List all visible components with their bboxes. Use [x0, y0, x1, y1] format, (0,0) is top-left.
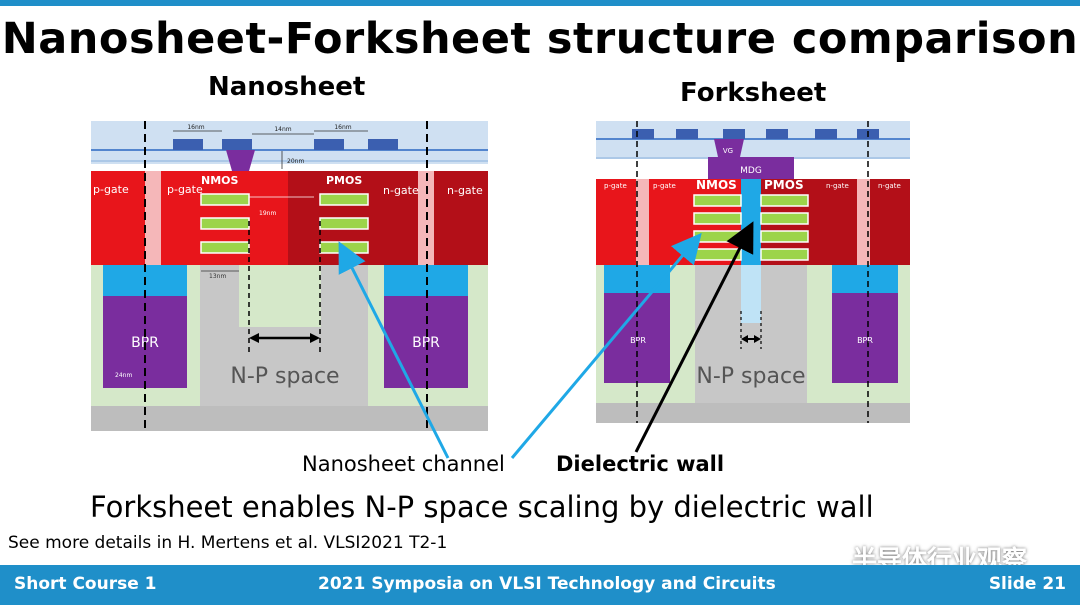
p-gate-label-2: p-gate — [167, 183, 203, 196]
n-gate-label-2: n-gate — [447, 184, 483, 197]
slide-title: Nanosheet-Forksheet structure comparison — [1, 14, 1079, 64]
nanosheet-channel-arrow — [338, 241, 450, 459]
np-space-label: N-P space — [230, 364, 339, 389]
pmos-label: PMOS — [326, 174, 362, 187]
n-gate-label-1: n-gate — [383, 184, 419, 197]
nmos-label: NMOS — [201, 174, 239, 187]
dim-16nm-right: 16nm — [334, 124, 351, 131]
dim-13nm: 13nm — [209, 273, 226, 280]
fork-pmos-label: PMOS — [764, 178, 804, 192]
footer-conference: 2021 Symposia on VLSI Technology and Cir… — [318, 574, 776, 594]
reference-text: See more details in H. Mertens et al. VL… — [8, 533, 448, 553]
fork-p-gate-2: p-gate — [653, 182, 676, 190]
dielectric-wall-label: Dielectric wall — [556, 452, 725, 476]
fork-p-gate-1: p-gate — [604, 182, 627, 190]
p-gate-label-1: p-gate — [93, 183, 129, 196]
vg-label: VG — [723, 147, 733, 155]
dim-24nm: 24nm — [115, 372, 132, 379]
fork-nmos-label: NMOS — [696, 178, 737, 192]
dim-14nm: 14nm — [274, 126, 291, 133]
mdg-block — [708, 157, 794, 179]
dim-20nm: 20nm — [287, 158, 304, 165]
dim-19nm: 19nm — [259, 210, 276, 217]
fork-bpr-label-right: BPR — [857, 336, 873, 345]
dielectric-wall-arrow — [634, 221, 754, 453]
forksheet-channel-arrow — [510, 232, 702, 459]
dim-16nm-left: 16nm — [187, 124, 204, 131]
fork-np-space-label: N-P space — [696, 364, 805, 389]
mdg-label: MDG — [740, 166, 762, 176]
fork-bpr-right — [832, 293, 898, 383]
spacer-left — [145, 171, 161, 265]
nanosheet-heading: Nanosheet — [208, 72, 366, 102]
top-accent-bar — [0, 0, 1080, 6]
summary-text: Forksheet enables N-P space scaling by d… — [90, 490, 874, 524]
fork-n-gate-1: n-gate — [826, 182, 849, 190]
fork-pmos-sheets — [760, 194, 809, 261]
nanosheet-channel-label: Nanosheet channel — [302, 452, 505, 476]
footer-course: Short Course 1 — [14, 574, 157, 594]
gate-contact — [226, 150, 255, 171]
forksheet-heading: Forksheet — [680, 78, 827, 108]
nanosheet-metal-layer — [91, 121, 488, 164]
slide-footer: Short Course 1 2021 Symposia on VLSI Tec… — [0, 565, 1080, 605]
fork-n-gate-2: n-gate — [878, 182, 901, 190]
forksheet-metal-layer — [596, 121, 910, 159]
footer-slide-number: Slide 21 — [988, 574, 1066, 594]
fork-bpr-label-left: BPR — [630, 336, 646, 345]
